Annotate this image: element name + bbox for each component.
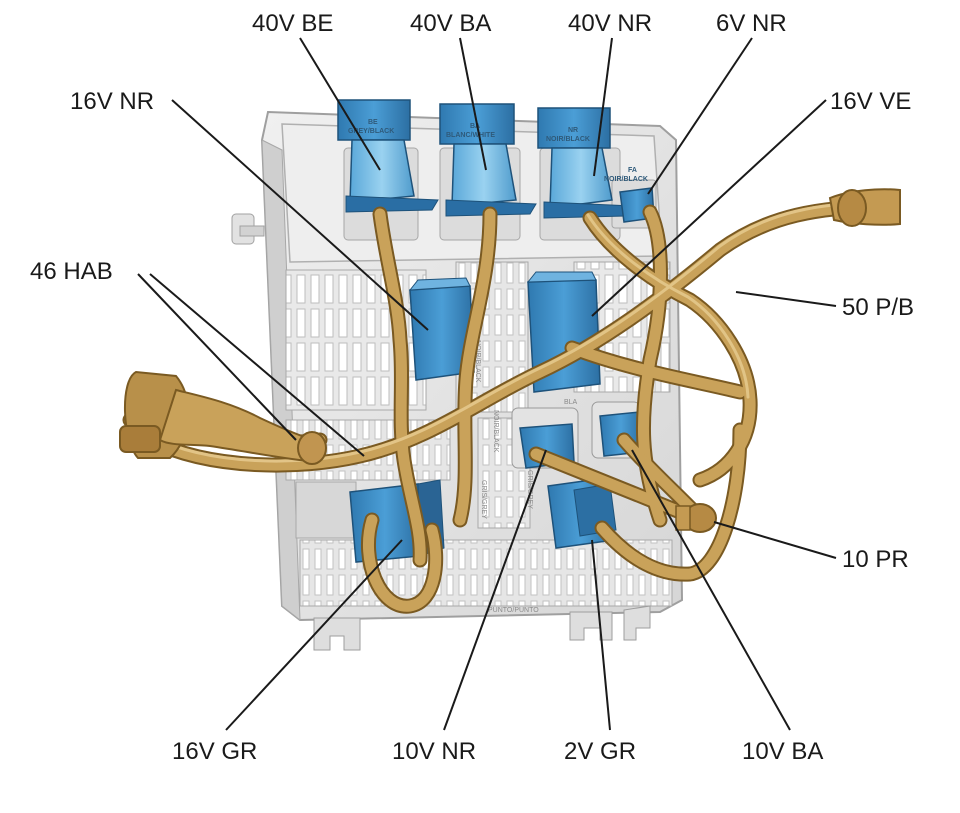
label-10v-nr: 10V NR <box>392 738 477 765</box>
marking-40v-ba-top: BA <box>470 123 480 130</box>
leader-6v-nr <box>647 37 753 195</box>
harness-bundle-left <box>119 370 327 465</box>
leader-2v-gr <box>591 539 611 731</box>
label-16v-ve: 16V VE <box>830 88 912 115</box>
leader-46-hab-a <box>137 273 297 441</box>
svg-text:NOIR/BLACK: NOIR/BLACK <box>474 340 481 383</box>
marking-40v-nr-bot: NOIR/BLACK <box>546 136 590 143</box>
label-40v-ba: 40V BA <box>410 10 492 37</box>
leader-50-pb <box>735 291 837 307</box>
leader-46-hab-b <box>149 273 365 457</box>
svg-text:BLA: BLA <box>564 399 578 406</box>
svg-text:NOIR/BLACK: NOIR/BLACK <box>492 410 499 453</box>
leader-10v-nr <box>443 449 547 731</box>
label-6v-nr: 6V NR <box>716 10 787 37</box>
leader-40v-ba <box>459 37 487 171</box>
label-16v-gr: 16V GR <box>172 738 258 765</box>
svg-text:PUNTO/PUNTO: PUNTO/PUNTO <box>488 607 539 614</box>
svg-text:GRIS/GREY: GRIS/GREY <box>480 480 487 519</box>
leader-16v-gr <box>225 539 403 731</box>
label-2v-gr: 2V GR <box>564 738 637 765</box>
marking-6v-nr-bot: NOIR/BLACK <box>604 176 648 183</box>
leader-16v-ve <box>591 99 827 317</box>
leader-10-pr <box>713 521 837 559</box>
label-10-pr: 10 PR <box>842 546 909 573</box>
marking-40v-nr-top: NR <box>568 127 578 134</box>
harness-bundle-right <box>828 188 901 227</box>
label-40v-nr: 40V NR <box>568 10 653 37</box>
leader-40v-nr <box>593 37 613 177</box>
harness-clamp <box>675 503 717 533</box>
leader-lines <box>137 37 837 731</box>
label-50-pb: 50 P/B <box>842 294 915 321</box>
label-46-hab: 46 HAB <box>30 258 113 285</box>
marking-40v-be-bot: GREY/BLACK <box>348 128 394 135</box>
wiring-harness <box>122 198 888 614</box>
leader-40v-be <box>299 37 381 171</box>
label-16v-nr: 16V NR <box>70 88 155 115</box>
label-40v-be: 40V BE <box>252 10 334 37</box>
leader-16v-nr <box>171 99 429 331</box>
label-10v-ba: 10V BA <box>742 738 824 765</box>
svg-text:GRIS/GREY: GRIS/GREY <box>526 470 533 509</box>
marking-40v-be-top: BE <box>368 119 378 126</box>
leader-10v-ba <box>631 449 791 731</box>
marking-6v-nr-top: FA <box>628 167 637 174</box>
marking-40v-ba-bot: BLANC/WHITE <box>446 132 495 139</box>
